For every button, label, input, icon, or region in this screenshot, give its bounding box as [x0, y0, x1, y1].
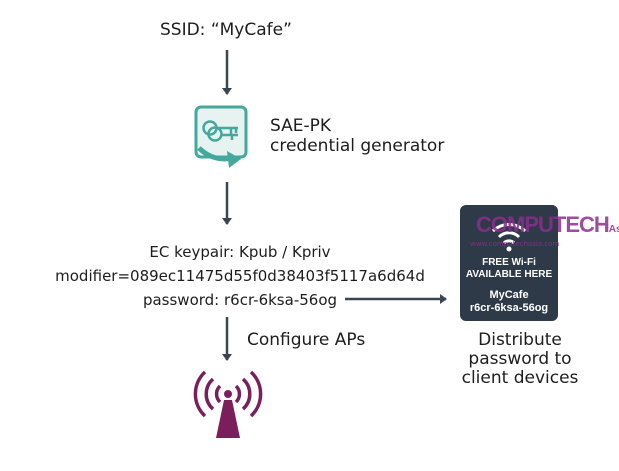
sign-ssid: MyCafe: [489, 289, 529, 301]
keypair-block: EC keypair: Kpub / Kpriv modifier=089ec1…: [0, 240, 480, 312]
wifi-icon: [491, 223, 527, 252]
watermark-url: www.computechasia.com: [470, 240, 560, 248]
configure-aps-label: Configure APs: [247, 330, 366, 350]
distribute-line1: Distribute: [478, 330, 562, 350]
distribute-line3: client devices: [461, 368, 579, 388]
generator-title-line2: credential generator: [270, 136, 445, 156]
sign-password: r6cr-6ksa-56og: [469, 302, 549, 314]
ssid-label: SSID: “MyCafe”: [160, 20, 292, 40]
watermark-suffix: Asia: [608, 224, 619, 235]
sign-free-wifi: FREE Wi-Fi AVAILABLE HERE: [460, 257, 558, 281]
sign-credentials: MyCafe r6cr-6ksa-56og: [460, 289, 558, 315]
sign-line1: FREE Wi-Fi: [482, 257, 536, 268]
generator-title-line1: SAE-PK: [270, 116, 332, 136]
distribute-label: Distribute password to client devices: [440, 331, 600, 388]
keypair-line: EC keypair: Kpub / Kpriv: [149, 243, 331, 261]
watermark-logo: COMPUTECHAsia: [476, 212, 619, 238]
key-icon: [194, 105, 248, 168]
generator-title: SAE-PK credential generator: [270, 116, 444, 156]
watermark-brand: COMPUTECH: [476, 212, 610, 237]
wifi-sign: FREE Wi-Fi AVAILABLE HERE MyCafe r6cr-6k…: [460, 205, 558, 321]
distribute-line2: password to: [468, 349, 572, 369]
password-line: password: r6cr-6ksa-56og: [142, 291, 338, 309]
sign-line2: AVAILABLE HERE: [465, 269, 553, 280]
modifier-line: modifier=089ec11475d55f0d38403f5117a6d64…: [55, 267, 425, 285]
access-point-icon: [193, 370, 263, 438]
